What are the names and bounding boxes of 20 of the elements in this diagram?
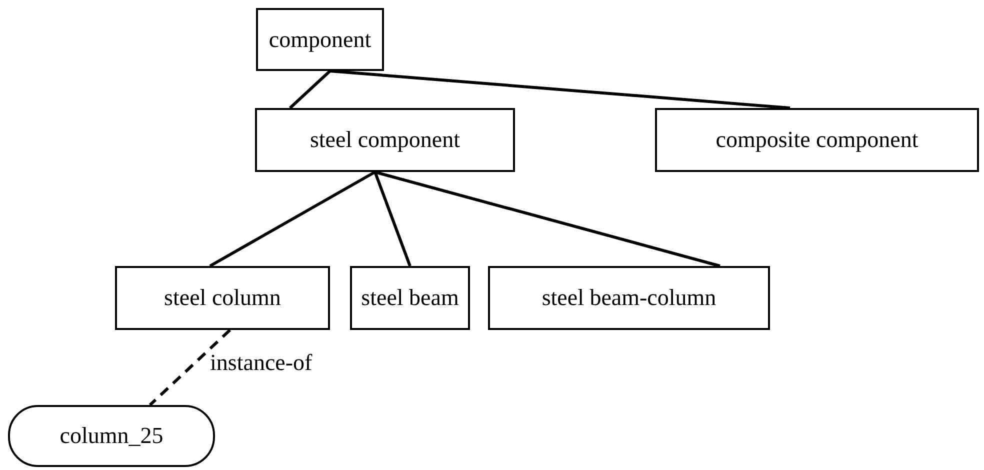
node-label: steel component [310, 127, 460, 153]
node-label: component [268, 26, 372, 52]
connector-line [374, 170, 720, 268]
class-box [255, 108, 515, 172]
class-box [115, 266, 330, 330]
dashed-connector [148, 328, 232, 406]
class-box [350, 266, 470, 330]
connector-line [330, 70, 790, 110]
node-label: column_25 [60, 423, 164, 449]
node-label: steel column [164, 285, 281, 311]
node-label: composite component [716, 127, 918, 153]
rounded-box [8, 405, 215, 467]
connector-line [209, 170, 376, 268]
node-label: steel beam-column [542, 285, 716, 311]
class-box [488, 266, 770, 330]
connector-line [374, 171, 412, 267]
connector-line [288, 70, 332, 110]
class-box [655, 108, 979, 172]
node-label: steel beam [361, 285, 459, 311]
class-box [256, 8, 384, 71]
